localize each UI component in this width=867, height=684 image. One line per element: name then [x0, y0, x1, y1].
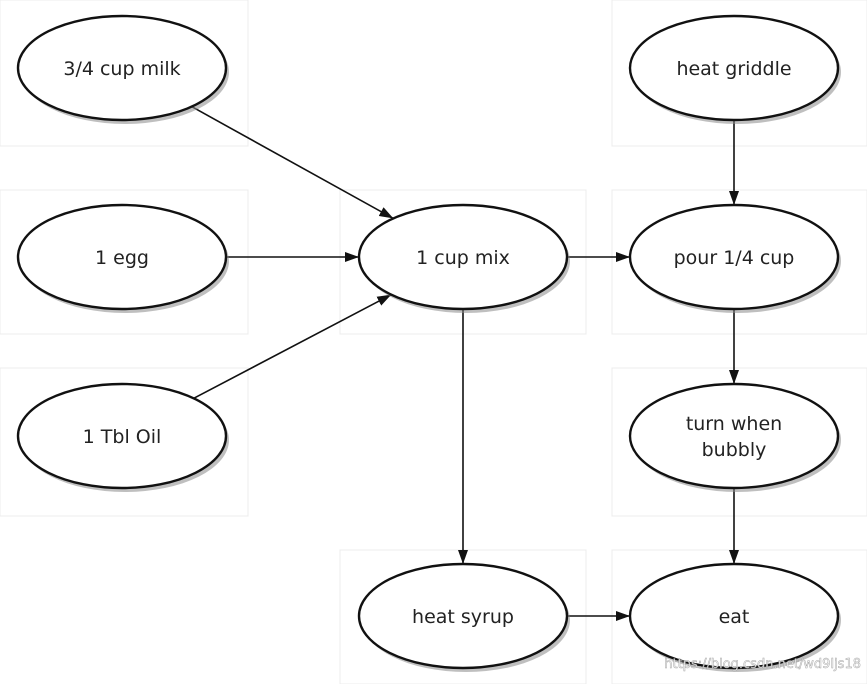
node-label: 1 Tbl Oil [83, 426, 162, 448]
node-egg: 1 egg [16, 203, 229, 313]
node-turn: turn when bubbly [628, 382, 841, 492]
node-ellipse [628, 382, 840, 490]
node-label: bubbly [702, 439, 767, 461]
edge-oil-to-mix [193, 293, 392, 400]
node-griddle: heat griddle [628, 14, 841, 124]
watermark-text: https://blog.csdn.net/wd9ljs18 [664, 657, 861, 672]
node-ellipse [357, 562, 569, 670]
node-label: pour 1/4 cup [674, 247, 795, 269]
node-ellipse [357, 203, 569, 311]
node-label: heat syrup [412, 606, 514, 628]
node-ellipse [16, 203, 228, 311]
node-mix: 1 cup mix [357, 203, 570, 313]
node-label: 1 cup mix [416, 247, 510, 269]
node-ellipse [628, 562, 840, 670]
edge-milk-to-mix [191, 105, 394, 220]
node-eat: eat [628, 562, 841, 672]
node-label: heat griddle [676, 58, 791, 80]
node-ellipse [628, 14, 840, 122]
node-syrup: heat syrup [357, 562, 570, 672]
node-ellipse [16, 14, 228, 122]
node-ellipse [16, 382, 228, 490]
node-label: turn when [686, 413, 782, 435]
node-oil: 1 Tbl Oil [16, 382, 229, 492]
node-ellipse [628, 203, 840, 311]
node-milk: 3/4 cup milk [16, 14, 229, 124]
node-label: 3/4 cup milk [63, 58, 180, 80]
node-label: eat [719, 606, 750, 628]
edges [191, 105, 739, 621]
node-label: 1 egg [95, 247, 149, 269]
nodes: 3/4 cup milk 1 egg 1 Tbl Oil 1 cup mix heat … [16, 14, 841, 672]
node-pour: pour 1/4 cup [628, 203, 841, 313]
